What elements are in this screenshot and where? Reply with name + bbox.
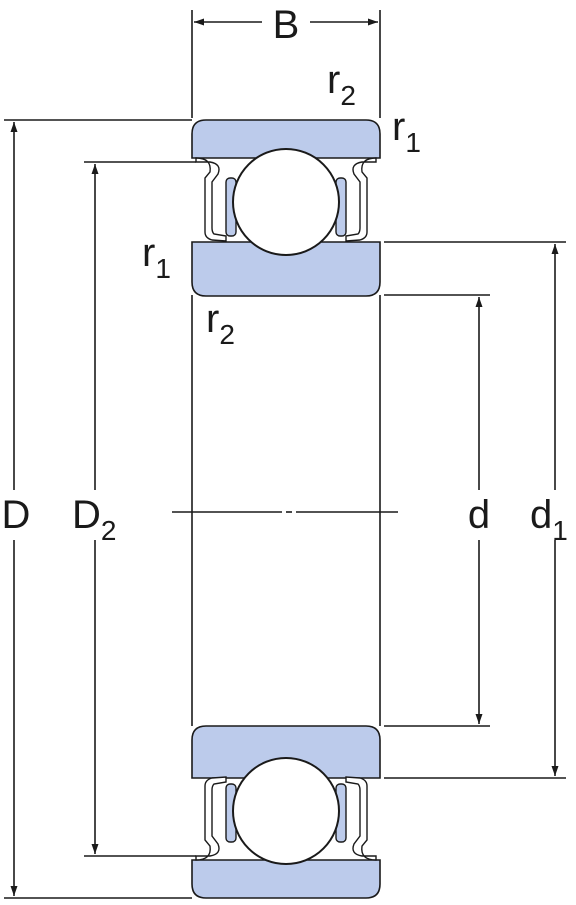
inner-ring-bottom xyxy=(191,725,381,779)
top-section xyxy=(191,119,381,297)
bottom-section xyxy=(191,725,381,899)
outer-ring-bottom xyxy=(191,859,381,899)
label-r1-left: r1 xyxy=(142,231,171,284)
seal-left-bottom xyxy=(195,776,227,861)
label-d: d xyxy=(468,493,490,537)
label-d1-sub: 1 xyxy=(552,515,568,546)
seal-left-top xyxy=(195,157,227,242)
label-r2-bottom: r2 xyxy=(206,297,235,350)
ball-bottom xyxy=(232,757,340,865)
label-d1-main: d xyxy=(530,493,552,537)
seal-right-top xyxy=(345,157,377,242)
label-d1: d1 xyxy=(530,493,568,546)
ball-top xyxy=(232,148,340,256)
dimension-d xyxy=(384,294,490,727)
label-D2: D2 xyxy=(72,493,116,546)
dimension-D2 xyxy=(84,161,196,857)
dimension-d1 xyxy=(384,241,566,779)
dimension-B xyxy=(191,10,381,118)
bearing-outline xyxy=(172,295,398,726)
outer-ring-top xyxy=(191,119,381,159)
label-D2-main: D xyxy=(72,493,101,537)
label-r2-top: r2 xyxy=(327,58,356,111)
seal-right-bottom xyxy=(345,776,377,861)
dimension-D xyxy=(4,119,192,899)
label-B: B xyxy=(273,3,300,47)
label-D: D xyxy=(2,493,31,537)
label-D2-sub: 2 xyxy=(101,515,117,546)
label-r1-top: r1 xyxy=(392,105,421,158)
inner-ring-top xyxy=(191,241,381,297)
